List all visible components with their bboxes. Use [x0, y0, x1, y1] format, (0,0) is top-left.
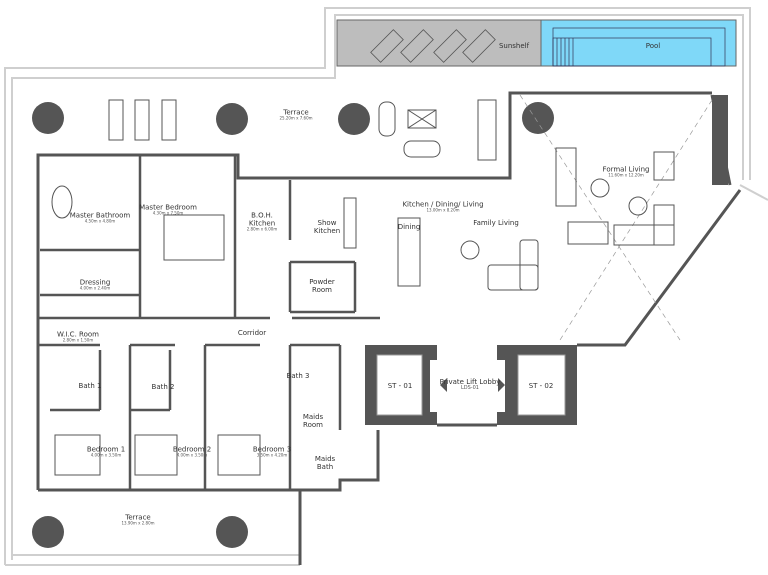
interior-walls	[38, 155, 380, 490]
label-pool: Pool	[646, 42, 660, 50]
room-dimensions: 2.80m x 1.50m	[62, 337, 94, 343]
label-bath1: Bath 1	[79, 382, 102, 390]
room-code: LDS-01	[461, 385, 479, 392]
sun-loungers	[370, 29, 496, 63]
label-corridor: Corridor	[238, 329, 266, 337]
room-name: Bath 2	[151, 382, 175, 391]
room-name: Master Bathroom	[69, 211, 131, 220]
formal-living-wall	[712, 95, 728, 185]
label-bath3: Bath 3	[287, 372, 310, 380]
pool-steps	[552, 27, 726, 67]
label-st02: ST - 02	[529, 382, 554, 390]
interior-furniture	[51, 147, 675, 476]
terrace-outline	[4, 7, 768, 566]
pool-area	[540, 19, 737, 67]
room-name: Dressing	[79, 278, 111, 287]
columns	[32, 102, 554, 548]
room-name: Sunshelf	[498, 41, 530, 50]
room-name: Powder Room	[309, 277, 335, 294]
room-name: Private Lift Lobby	[439, 378, 501, 387]
room-dimensions: 4.00m x 3.50m	[176, 452, 208, 458]
terrace-furniture	[108, 99, 497, 161]
room-name: Formal Living	[602, 165, 650, 174]
room-name: W.I.C. Room	[57, 330, 99, 339]
room-name: ST - 01	[387, 381, 413, 390]
label-family-living: Family Living	[473, 219, 519, 227]
room-name: ST - 02	[528, 381, 554, 390]
room-name: Bedroom 2	[172, 445, 212, 454]
lift-lobby-block	[365, 345, 577, 427]
room-name: Bedroom 3	[252, 445, 292, 454]
room-dimensions: 13.90m x 2.80m	[121, 520, 155, 526]
room-name: Bath 1	[78, 381, 102, 390]
ceiling-lines	[519, 94, 713, 341]
label-bath2: Bath 2	[152, 383, 175, 391]
exterior-walls	[36, 91, 742, 565]
label-sunshelf: Sunshelf	[499, 42, 529, 50]
room-dimensions: 13.00m x 8.20m	[426, 207, 460, 213]
room-name: Pool	[645, 41, 661, 50]
label-maids-bath: Maids Bath	[313, 455, 337, 471]
room-name: Dining	[397, 222, 421, 231]
sunshelf-area	[336, 19, 542, 67]
room-name: Corridor	[237, 328, 267, 337]
label-show-kitchen: Show Kitchen	[312, 219, 342, 235]
room-name: Kitchen / Dining/ Living	[402, 200, 484, 209]
room-name: Bath 3	[286, 371, 310, 380]
label-powder-room: Powder Room	[307, 278, 337, 294]
label-maids-room: Maids Room	[301, 413, 325, 429]
room-dimensions: 4.30m x 7.50m	[152, 210, 184, 216]
room-dimensions: 4.00m x 3.50m	[90, 452, 122, 458]
room-name: Terrace	[125, 513, 151, 522]
room-name: Bedroom 1	[86, 445, 126, 454]
room-name: B.O.H. Kitchen	[248, 211, 276, 228]
room-dimensions: 25.20m x 7.60m	[279, 115, 313, 121]
room-dimensions: 4.50m x 4.80m	[84, 218, 116, 224]
room-dimensions: 4.00m x 2.40m	[79, 285, 111, 291]
room-name: Family Living	[473, 218, 519, 227]
room-dimensions: 2.80m x 6.00m	[246, 226, 278, 232]
label-st01: ST - 01	[388, 382, 413, 390]
room-name: Terrace	[283, 108, 309, 117]
label-dining: Dining	[398, 223, 421, 231]
room-name: Show Kitchen	[313, 218, 341, 235]
room-name: Maids Room	[302, 412, 324, 429]
room-name: Master Bedroom	[139, 203, 197, 212]
room-dimensions: 11.60m x 12.20m	[608, 172, 644, 178]
room-dimensions: 3.50m x 4.20m	[256, 452, 288, 458]
room-name: Maids Bath	[314, 454, 336, 471]
